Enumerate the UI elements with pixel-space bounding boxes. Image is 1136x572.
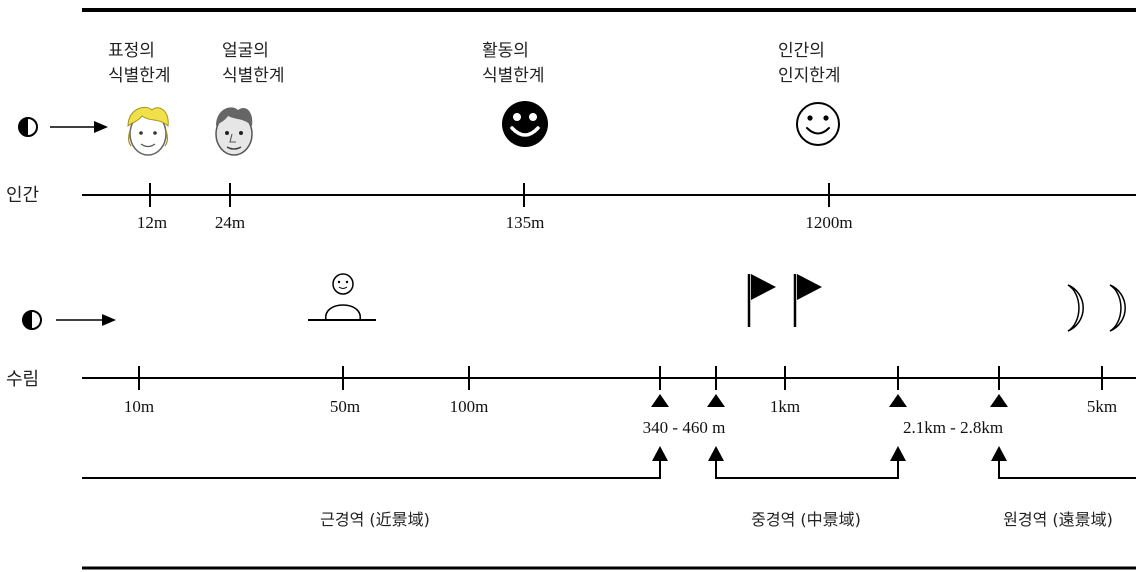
- arrow-icon: [56, 314, 116, 326]
- blond-face-icon: [127, 106, 169, 156]
- human-axis-ticks: [149, 183, 830, 207]
- forest-observer: [22, 310, 116, 330]
- zone-label-near: 근경역 (近景域): [320, 510, 430, 529]
- half-circle-icon: [18, 117, 38, 137]
- gray-face-icon: [215, 107, 253, 156]
- distance-label: 24m: [215, 213, 245, 232]
- middle-zone-bracket: [708, 446, 906, 479]
- forest-axis-ticks: [138, 366, 1103, 390]
- threshold-3-line2: 식별한계: [482, 66, 545, 86]
- outline-smiley-icon: [796, 102, 840, 146]
- triangle-icon: [707, 394, 725, 407]
- crescent-icon: [1067, 284, 1084, 332]
- tick-label: 100m: [450, 397, 489, 416]
- far-zone-bracket: [991, 446, 1136, 479]
- distance-label: 135m: [506, 213, 545, 232]
- distance-label: 12m: [137, 213, 167, 232]
- threshold-1-line2: 식별한계: [108, 66, 171, 86]
- threshold-2-line2: 식별한계: [222, 66, 285, 86]
- black-smiley-icon: [502, 101, 548, 147]
- threshold-4-line1: 인간의: [778, 41, 825, 61]
- threshold-3-line1: 활동의: [482, 41, 529, 61]
- zone-label-middle: 중경역 (中景域): [751, 510, 861, 529]
- threshold-2-line1: 얼굴의: [222, 41, 269, 61]
- range-label-near-mid: 340 - 460 m: [643, 418, 726, 437]
- snowman-icon: [308, 273, 376, 321]
- zone-label-far: 원경역 (遠景域): [1003, 510, 1113, 529]
- tick-label: 5km: [1087, 397, 1117, 416]
- half-circle-icon: [22, 310, 42, 330]
- range-marker-triangles: [651, 394, 1008, 407]
- tick-label: 50m: [330, 397, 360, 416]
- triangle-icon: [651, 394, 669, 407]
- distance-label: 1200m: [805, 213, 852, 232]
- tick-label: 10m: [124, 397, 154, 416]
- range-label-mid-far: 2.1km - 2.8km: [903, 418, 1003, 437]
- forest-row-label: 수림: [6, 369, 39, 390]
- arrow-icon: [50, 121, 108, 133]
- human-observer: [18, 117, 108, 137]
- human-row-label: 인간: [6, 185, 39, 206]
- zone-brackets: [82, 446, 1136, 479]
- near-zone-bracket: [82, 446, 668, 479]
- threshold-1-line1: 표정의: [108, 41, 155, 61]
- triangle-icon: [990, 394, 1008, 407]
- triangle-icon: [889, 394, 907, 407]
- flag-icon: [793, 274, 822, 327]
- threshold-4-line2: 인지한계: [778, 66, 841, 86]
- crescent-icon: [1109, 284, 1126, 332]
- tick-label: 1km: [770, 397, 800, 416]
- flag-icon: [747, 274, 776, 327]
